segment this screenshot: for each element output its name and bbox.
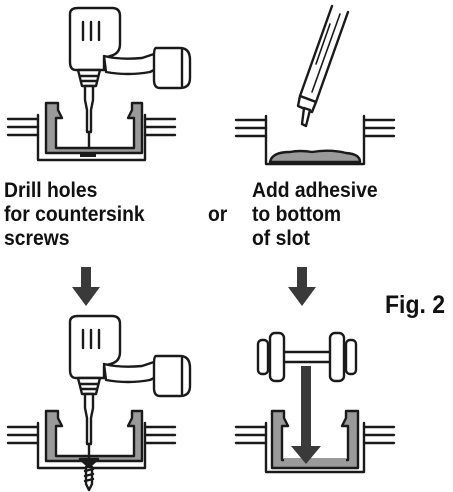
- drill-top: [68, 6, 192, 150]
- arrow-left-down: [72, 267, 100, 306]
- step-left-caption: Drill holes for countersink screws: [4, 179, 145, 251]
- dumbbell: [256, 331, 358, 383]
- figure-label: Fig. 2: [385, 291, 446, 319]
- weight-arrow: [291, 366, 321, 464]
- step-left-line-2: for countersink: [4, 203, 145, 226]
- caulk-tube: [296, 4, 350, 128]
- step-left-line-1: Drill holes: [4, 179, 98, 202]
- slot-top-left: [6, 101, 177, 162]
- step-right-line-3: of slot: [252, 227, 310, 250]
- step-left-line-3: screws: [4, 227, 70, 250]
- slot-bottom-right: [234, 409, 396, 474]
- step-right-line-1: Add adhesive: [252, 179, 378, 202]
- slot-top-right: [234, 114, 396, 166]
- slot-bottom-left: [6, 409, 177, 492]
- step-right-caption: Add adhesive to bottom of slot: [252, 179, 378, 251]
- or-connector: or: [208, 203, 228, 226]
- arrow-right-down: [288, 267, 316, 306]
- drill-bottom: [68, 314, 192, 460]
- step-right-line-2: to bottom: [252, 203, 342, 226]
